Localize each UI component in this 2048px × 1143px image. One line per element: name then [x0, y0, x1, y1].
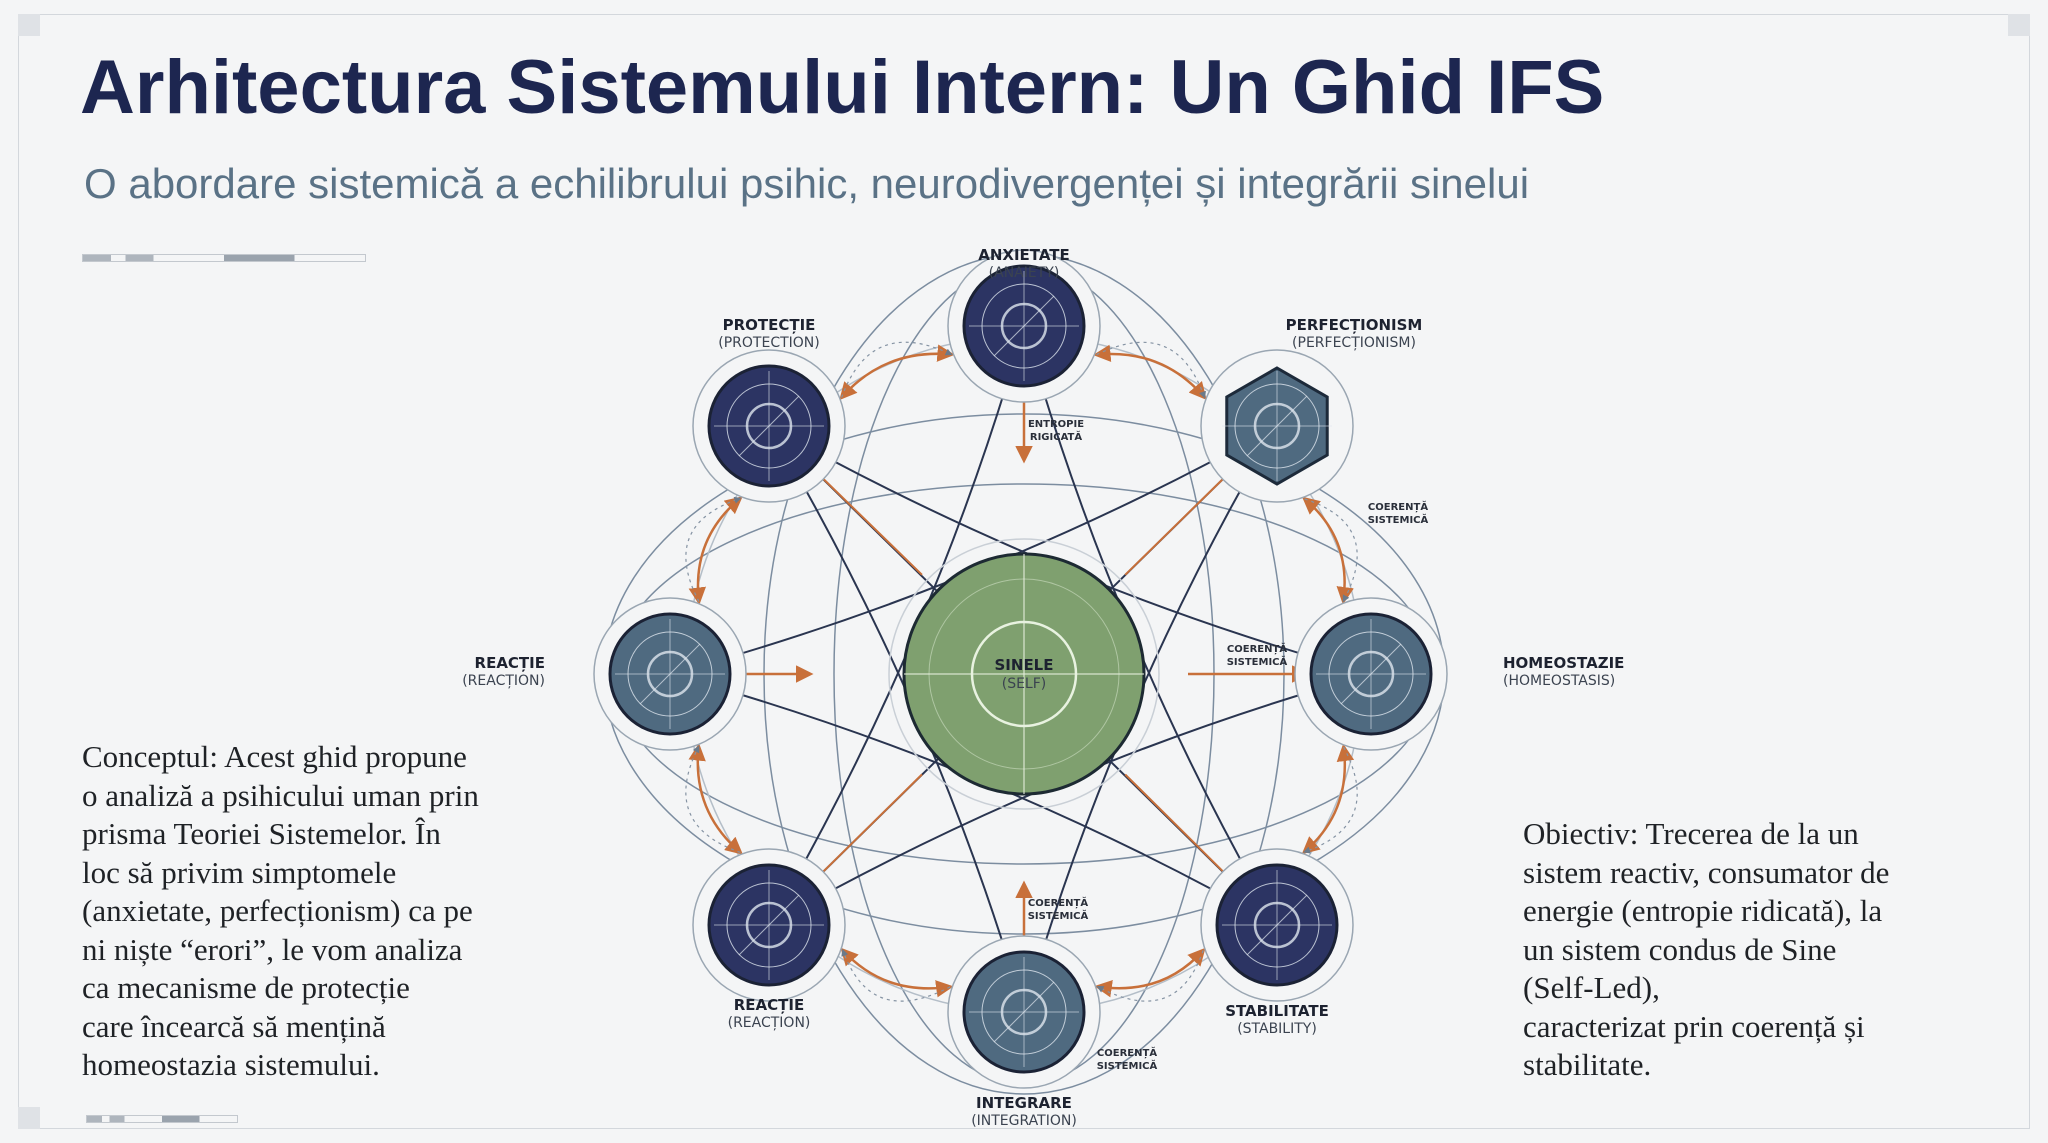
node-sublabel: (STABILITY) [1237, 1021, 1317, 1037]
arrow [688, 743, 744, 855]
node-sublabel: (PERFECȚIONISM) [1292, 335, 1416, 351]
text-line: ni niște “erori”, le vom analiza [82, 931, 463, 967]
node-sublabel: (REACȚION) [462, 673, 545, 689]
dotted-arrow [1304, 498, 1358, 603]
node-label: ANXIETATE [978, 246, 1070, 264]
corner-mark [18, 14, 40, 36]
node-diagonal [738, 395, 800, 457]
corner-mark [18, 1107, 40, 1129]
text-line: o analiză a psihicului uman prin [82, 777, 479, 813]
node-sublabel: (INTEGRATION) [971, 1113, 1077, 1129]
node-label: HOMEOSTAZIE [1503, 654, 1624, 672]
annotation-label: SISTEMICĂ [1227, 655, 1288, 668]
node-diagonal [993, 295, 1055, 357]
page-subtitle: O abordare sistemică a echilibrului psih… [84, 160, 1530, 207]
node-1: PROTECȚIE(PROTECTION) [692, 316, 846, 503]
arrow [1301, 496, 1354, 605]
node-label: PERFECȚIONISM [1286, 316, 1423, 334]
text-line: Conceptul: Acest ghid propune [82, 739, 467, 774]
arrow [840, 947, 954, 998]
text-line: care încearcă să mențină [82, 1008, 386, 1044]
center-sublabel: (SELF) [1002, 676, 1047, 692]
dotted-arrow [685, 496, 742, 602]
node-diagonal [1246, 894, 1308, 956]
text-line: sistem reactiv, consumator de [1523, 854, 1890, 890]
text-line: ca mecanisme de protecție [82, 970, 410, 1005]
arrow [1094, 947, 1206, 998]
node-diagonal [1340, 643, 1402, 705]
annotation-label: ENTROPIE [1028, 419, 1084, 430]
spoke-line [819, 773, 923, 876]
flow-arrows [685, 341, 1358, 1002]
node-4: HOMEOSTAZIE(HOMEOSTASIS) [1294, 597, 1624, 751]
node-sublabel: (REACȚION) [728, 1015, 811, 1031]
dotted-arrow [1096, 950, 1204, 1002]
scale-bar [86, 1115, 238, 1123]
annotations: ENTROPIE RIGICATĂ COERENȚĂ SISTEMICĂ COE… [1028, 419, 1429, 1072]
node-3: REACȚIE(REACȚION) [462, 597, 747, 751]
node-0: ANXIETATE(ANAIETY) [947, 246, 1101, 403]
nodes: ANXIETATE(ANAIETY)PROTECȚIE(PROTECTION)P… [462, 246, 1624, 1129]
concept-paragraph: Conceptul: Acest ghid propune o analiză … [82, 738, 582, 1085]
node-label: INTEGRARE [976, 1094, 1072, 1112]
objective-paragraph: Obiectiv: Trecerea de la un sistem react… [1523, 815, 2003, 1085]
center-node-self: SINELE (SELF) [888, 538, 1160, 810]
annotation-label: COERENȚĂ [1028, 896, 1088, 909]
page-title: Arhitectura Sistemului Intern: Un Ghid I… [80, 45, 1605, 130]
center-label: SINELE [995, 656, 1054, 674]
node-2: PERFECȚIONISM(PERFECȚIONISM) [1200, 316, 1423, 503]
text-line: un sistem condus de Sine [1523, 931, 1837, 967]
annotation-label: RIGICATĂ [1030, 430, 1082, 443]
node-sublabel: (ANAIETY) [989, 265, 1060, 281]
text-line: energie (entropie ridicată), la [1523, 893, 1883, 928]
text-line: (anxietate, perfecționism) ca pe [82, 893, 473, 928]
arrow [1301, 743, 1355, 855]
scale-bar [82, 254, 366, 262]
node-label: REACȚIE [475, 654, 545, 672]
annotation-label: COERENȚĂ [1097, 1046, 1157, 1059]
node-diagonal [993, 981, 1055, 1043]
dotted-arrow [1096, 341, 1206, 399]
node-diagonal [639, 643, 701, 705]
node-label: STABILITATE [1225, 1002, 1329, 1020]
text-line: prisma Teoriei Sistemelor. În [82, 816, 441, 851]
text-line: Obiectiv: Trecerea de la un [1523, 816, 1859, 851]
dotted-arrow [841, 948, 951, 1002]
text-line: loc să privim simptomele [82, 854, 397, 890]
node-label: PROTECȚIE [723, 316, 816, 334]
spoke-line [1124, 474, 1228, 576]
node-sublabel: (PROTECTION) [718, 335, 819, 351]
annotation-label: SISTEMICĂ [1097, 1059, 1158, 1072]
node-6: STABILITATE(STABILITY) [1200, 848, 1354, 1037]
text-line: (Self-Led), [1523, 970, 1660, 1005]
node-label: REACȚIE [734, 996, 804, 1014]
spoke-line [1124, 773, 1228, 876]
node-sublabel: (HOMEOSTASIS) [1503, 673, 1615, 689]
slide-frame [18, 14, 2030, 1129]
node-7: INTEGRARE(INTEGRATION) [947, 935, 1101, 1129]
arrow [688, 496, 743, 606]
node-diagonal [738, 894, 800, 956]
spoke-line [819, 474, 923, 576]
arrow [1093, 344, 1207, 400]
node-diagonal [1246, 395, 1308, 457]
text-line: caracterizat prin coerență și [1523, 1008, 1865, 1044]
annotation-label: SISTEMICĂ [1028, 909, 1089, 922]
text-line: homeostazia sistemului. [82, 1047, 380, 1082]
arrow [839, 344, 955, 401]
annotation-label: COERENȚĂ [1227, 642, 1287, 655]
corner-mark [2008, 14, 2030, 36]
dotted-arrow [685, 745, 741, 854]
annotation-label: SISTEMICĂ [1368, 513, 1429, 526]
node-5: REACȚIE(REACȚION) [692, 848, 846, 1031]
annotation-label: COERENȚĂ [1368, 500, 1428, 513]
dotted-arrow [841, 341, 953, 398]
text-line: stabilitate. [1523, 1047, 1652, 1082]
